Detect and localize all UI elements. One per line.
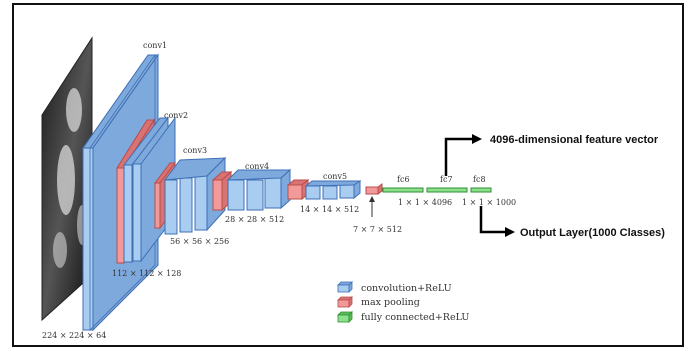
dim-14-label: 14 × 14 × 512 — [300, 205, 359, 214]
conv4-label: conv4 — [245, 162, 269, 171]
feature-vector-annotation: 4096-dimensional feature vector — [490, 134, 659, 146]
dim-56-label: 56 × 56 × 256 — [170, 237, 229, 246]
legend-pool-swatch — [337, 296, 353, 308]
dim-7-label: 7 × 7 × 512 — [353, 225, 402, 234]
fc8-label: fc8 — [473, 175, 486, 184]
conv3-label: conv3 — [183, 146, 207, 155]
legend-conv-label: convolution+ReLU — [361, 283, 452, 294]
dim-28-label: 28 × 28 × 512 — [225, 215, 284, 224]
conv1-label: conv1 — [143, 41, 167, 50]
dim-4096-label: 1 × 1 × 4096 — [398, 198, 452, 207]
dim-1000-label: 1 × 1 × 1000 — [462, 198, 516, 207]
legend-fc-swatch — [337, 311, 353, 323]
conv2-label: conv2 — [164, 111, 188, 120]
legend-pool-label: max pooling — [361, 297, 420, 308]
dim-224-label: 224 × 224 × 64 — [42, 331, 106, 340]
legend-conv-swatch — [337, 281, 353, 293]
conv3-block — [154, 156, 227, 235]
dim-112-label: 112 × 112 × 128 — [112, 269, 181, 278]
conv5-label: conv5 — [323, 172, 347, 181]
output-arrow — [479, 206, 515, 237]
fc6-label: fc6 — [397, 175, 410, 184]
fc-block — [382, 187, 492, 193]
conv4-block — [211, 168, 292, 212]
conv5-block — [286, 178, 383, 201]
pool5-pointer — [369, 196, 375, 217]
legend: convolution+ReLU max pooling fully conne… — [337, 281, 469, 323]
output-layer-annotation: Output Layer(1000 Classes) — [520, 227, 665, 239]
fc7-label: fc7 — [440, 175, 453, 184]
legend-fc-label: fully connected+ReLU — [361, 312, 469, 323]
feature-vector-arrow — [444, 134, 482, 176]
